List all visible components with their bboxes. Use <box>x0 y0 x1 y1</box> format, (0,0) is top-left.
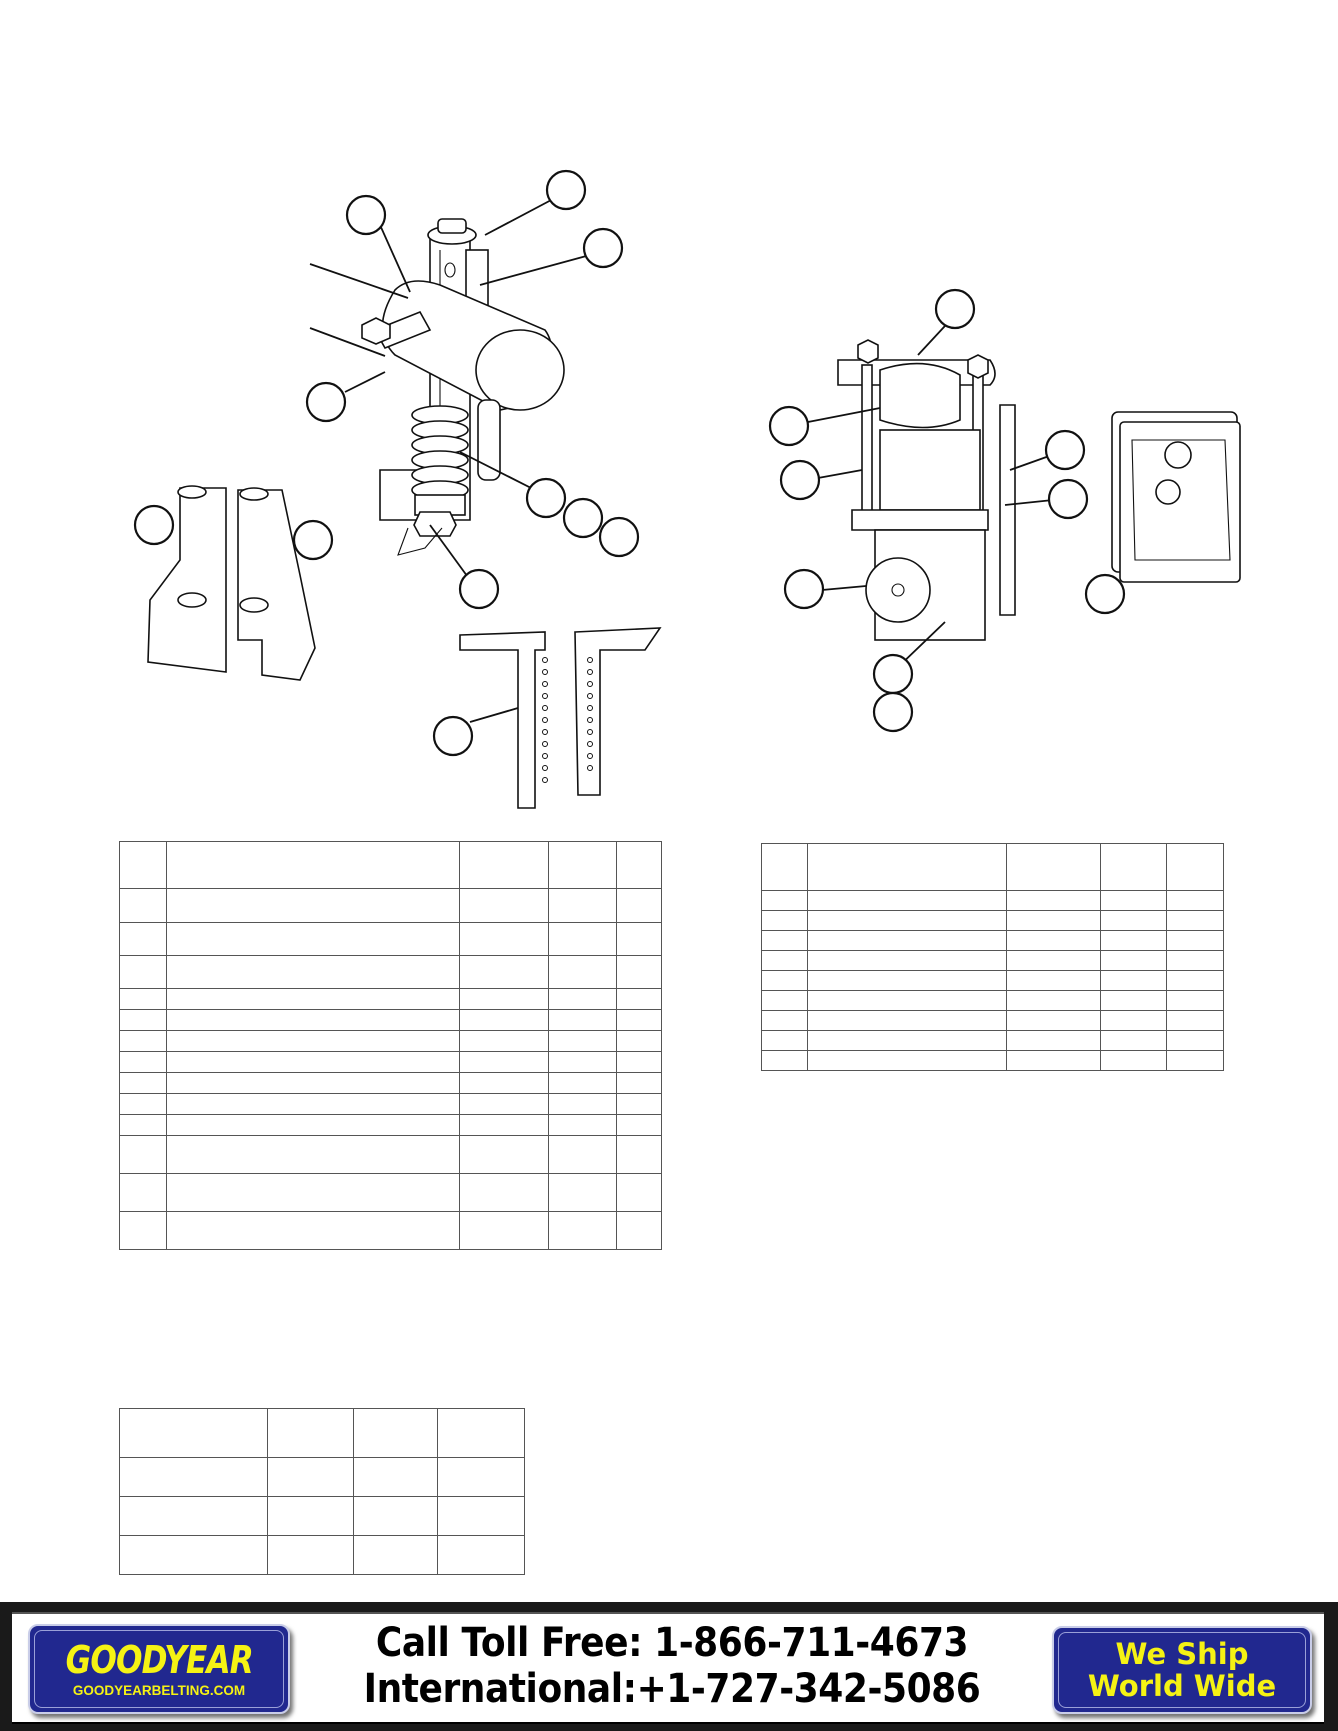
table-header-cell <box>1166 843 1224 891</box>
international-phone[interactable]: International:+1-727-342-5086 <box>363 1666 981 1712</box>
brand-wordmark: GOODYEAR <box>65 1637 253 1682</box>
callout-circle <box>872 653 914 695</box>
table-row <box>119 955 662 989</box>
website-link[interactable]: GOODYEARBELTING.COM <box>72 1682 246 1698</box>
table-row <box>119 1051 662 1073</box>
callout-circle <box>934 288 976 330</box>
table-row <box>119 1496 525 1536</box>
contact-banner-panel: GOODYEAR GOODYEARBELTING.COM Call Toll F… <box>12 1612 1324 1724</box>
ship-line-2: World Wide <box>1087 1669 1277 1703</box>
ship-line-1: We Ship <box>1115 1636 1249 1671</box>
callout-circle <box>1084 573 1126 615</box>
ship-worldwide-badge: We Ship World Wide <box>1052 1626 1312 1714</box>
table-row <box>119 922 662 956</box>
table-row <box>119 1030 662 1052</box>
air-tensioner-drawing <box>768 288 1241 733</box>
table-header-cell <box>459 841 549 889</box>
table-row <box>119 1211 662 1250</box>
table-row <box>761 910 1224 931</box>
callout-circle <box>779 459 821 501</box>
callout-circle <box>292 519 334 561</box>
table-header-cell <box>267 1408 354 1458</box>
callout-circle <box>768 405 810 447</box>
table-header-cell <box>807 843 1007 891</box>
spec-table-bottom <box>119 1408 525 1575</box>
callout-circle <box>432 715 474 757</box>
table-row <box>119 1135 662 1174</box>
callout-circle <box>525 477 567 519</box>
table-row <box>119 1009 662 1031</box>
table-row <box>761 990 1224 1011</box>
callout-circle <box>783 568 825 610</box>
table-row <box>119 1173 662 1212</box>
callout-circle <box>545 169 587 211</box>
callout-circle <box>872 691 914 733</box>
table-row <box>761 890 1224 911</box>
callout-circle <box>305 381 347 423</box>
table-row <box>119 888 662 923</box>
table-header-cell <box>166 841 460 889</box>
callout-circle <box>1047 478 1089 520</box>
parts-table-right <box>761 843 1224 1071</box>
table-row <box>119 1093 662 1115</box>
callout-circle <box>598 516 640 558</box>
callout-circle <box>582 227 624 269</box>
table-row <box>761 950 1224 971</box>
table-row <box>761 970 1224 991</box>
callout-circle <box>458 568 500 610</box>
callout-circle <box>1044 429 1086 471</box>
table-row <box>761 1010 1224 1031</box>
table-header-cell <box>616 841 662 889</box>
table-header-cell <box>1100 843 1167 891</box>
table-header-cell <box>353 1408 438 1458</box>
table-row <box>119 1072 662 1094</box>
table-row <box>761 1050 1224 1071</box>
table-row <box>119 988 662 1010</box>
callout-circle <box>133 504 175 546</box>
table-row <box>761 930 1224 951</box>
table-row <box>119 1457 525 1497</box>
table-header-cell <box>119 841 167 889</box>
callout-circle <box>562 497 604 539</box>
table-header-cell <box>1006 843 1101 891</box>
toll-free-phone[interactable]: Call Toll Free: 1-866-711-4673 <box>375 1620 969 1666</box>
table-header-cell <box>761 843 808 891</box>
tensioner-assembly-drawing <box>133 169 662 809</box>
table-header-cell <box>119 1408 268 1458</box>
parts-table-left <box>119 841 662 1250</box>
contact-banner: GOODYEAR GOODYEARBELTING.COM Call Toll F… <box>0 1602 1338 1731</box>
table-row <box>119 1535 525 1575</box>
table-header-cell <box>548 841 617 889</box>
table-header-cell <box>437 1408 525 1458</box>
table-row <box>761 1030 1224 1051</box>
table-row <box>119 1114 662 1136</box>
goodyear-logo[interactable]: GOODYEAR GOODYEARBELTING.COM <box>28 1624 290 1714</box>
callout-circle <box>345 194 387 236</box>
